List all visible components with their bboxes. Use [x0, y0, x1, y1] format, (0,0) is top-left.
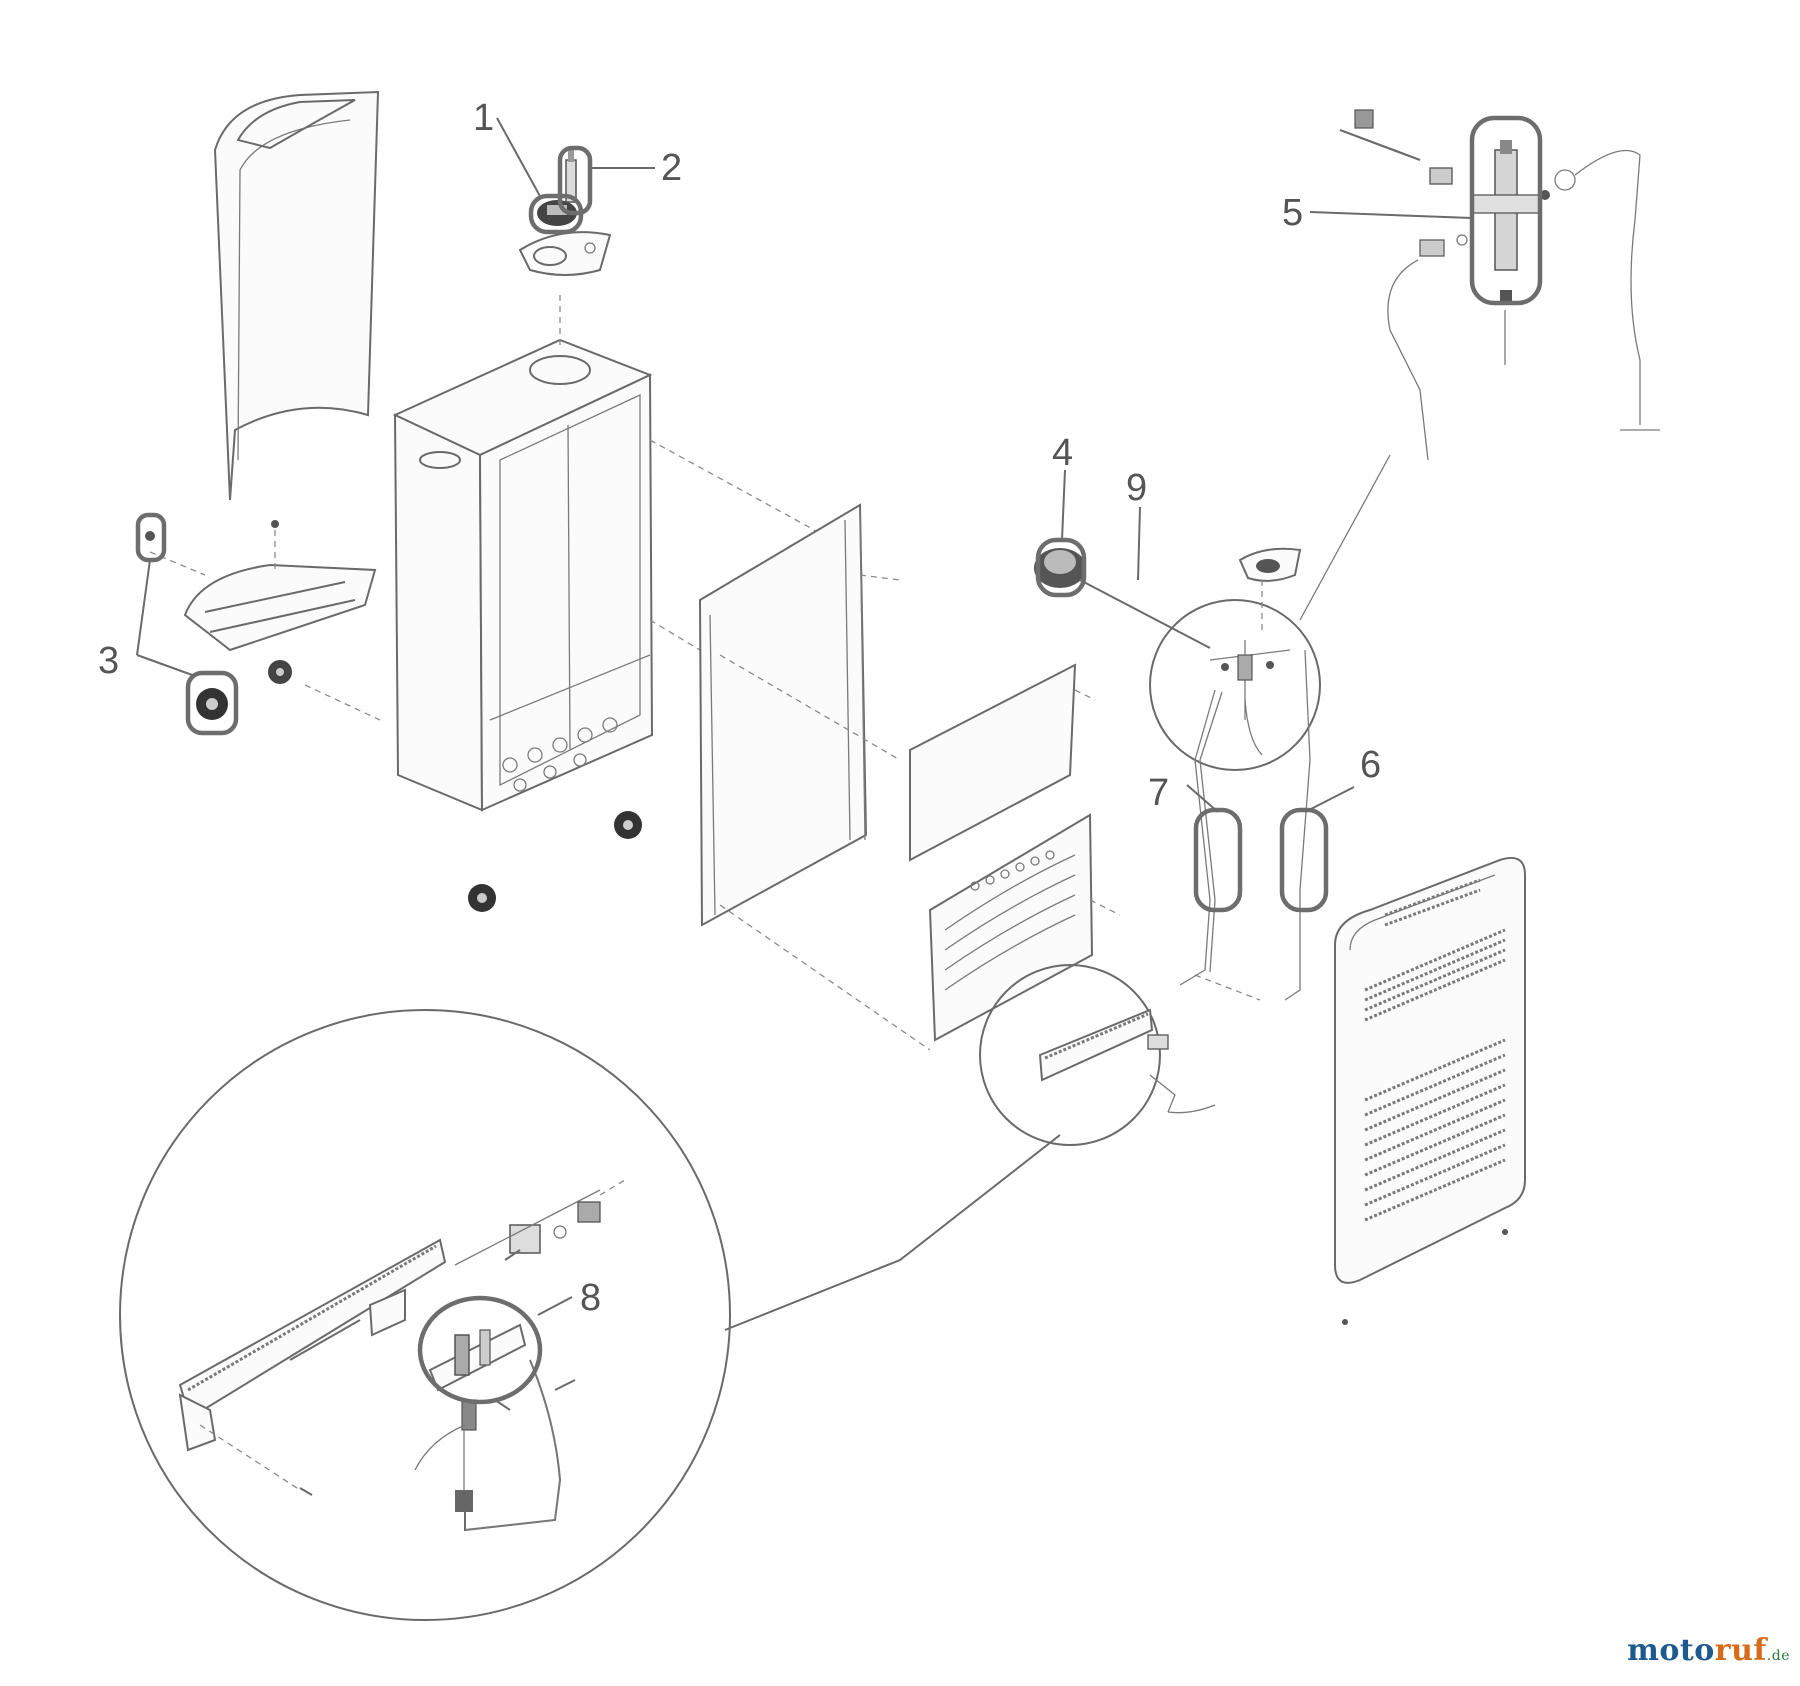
rear-panel [698, 503, 931, 1051]
caster-icon [196, 688, 228, 720]
callout-2: 2 [661, 147, 682, 189]
callout-5: 5 [1282, 192, 1303, 234]
callout-6: 6 [1360, 744, 1381, 786]
callout-7: 7 [1148, 772, 1169, 814]
brand-part-2: ruf [1714, 1633, 1767, 1668]
callout-4: 4 [1052, 432, 1073, 474]
regulator-group [1034, 547, 1302, 649]
regulator-icon [1034, 548, 1086, 588]
detail-circle-valve [1149, 599, 1321, 771]
brand-part-1: moto [1627, 1633, 1715, 1668]
burner-assembly [928, 813, 1121, 1042]
gas-pipe [1079, 579, 1211, 649]
callout-3: 3 [98, 640, 119, 682]
front-grille [1334, 856, 1526, 1325]
callout-labels: 1 2 3 4 5 6 7 8 9 [98, 97, 1381, 1319]
grille-slots-lower [1364, 1038, 1506, 1222]
screw-icon [271, 520, 279, 528]
callout-1: 1 [473, 97, 494, 139]
top-opening [529, 355, 591, 385]
screw-icon [145, 531, 155, 541]
callout-8: 8 [580, 1277, 601, 1319]
caster-icon [268, 660, 292, 684]
base-plate [145, 520, 381, 721]
burner-holes [970, 850, 1055, 891]
detail-circle-injector [119, 1009, 1061, 1621]
vent-holes [502, 717, 618, 792]
leader-lines [136, 117, 1473, 1316]
caster-icon [468, 884, 496, 912]
top-fitting-group [518, 150, 612, 276]
knob-icon [537, 200, 577, 226]
callout-9: 9 [1126, 467, 1147, 509]
grille-slots-upper [1364, 928, 1506, 1022]
side-panel [213, 90, 380, 501]
brand-part-3: .de [1766, 1648, 1790, 1664]
valve-detail [1299, 109, 1660, 621]
gas-hoses [1179, 649, 1311, 1001]
detail-circle-burner [979, 964, 1261, 1146]
reflector-sheet [909, 663, 1096, 862]
part-highlights [135, 115, 1543, 1405]
cabinet-frame [392, 295, 861, 912]
thermocouple-icon [565, 150, 577, 203]
caster-icon [614, 811, 642, 839]
brand-logo[interactable]: motoruf.de [1627, 1633, 1790, 1668]
